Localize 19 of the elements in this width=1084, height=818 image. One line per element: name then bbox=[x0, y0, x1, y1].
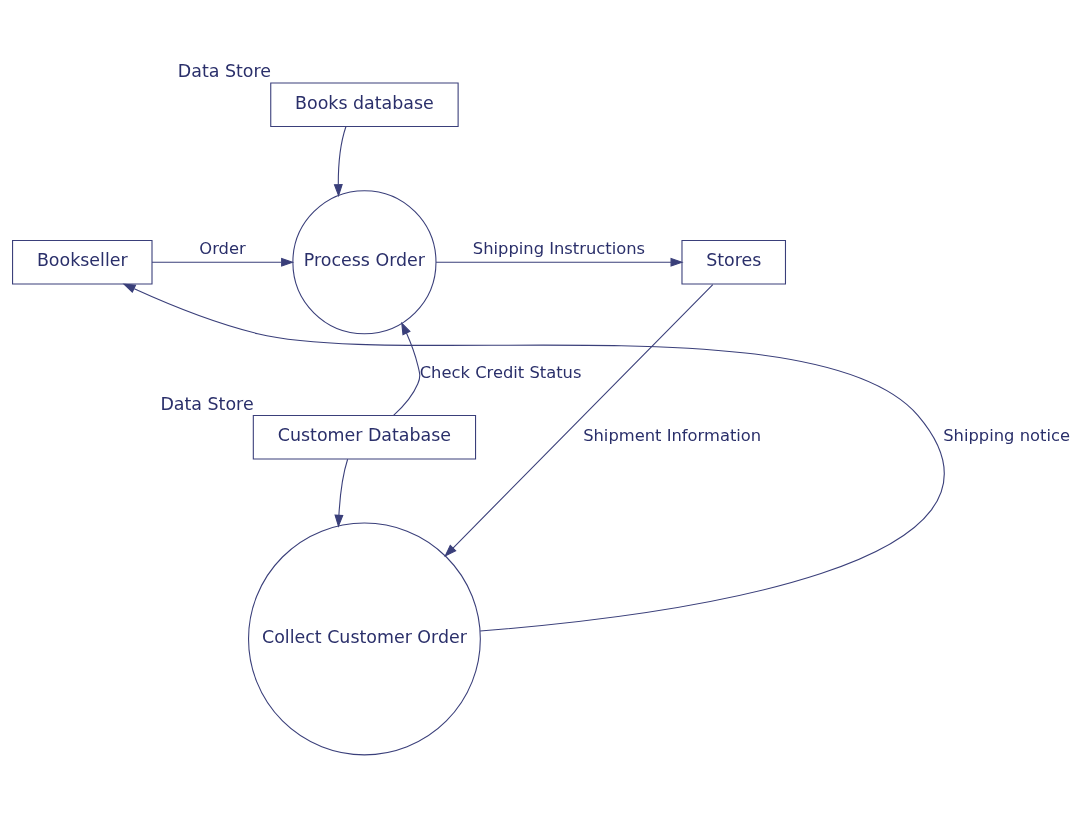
arrow bbox=[333, 126, 347, 198]
arrow bbox=[334, 458, 349, 528]
node-label: Data Store bbox=[177, 61, 272, 82]
node-box: Bookseller bbox=[12, 239, 153, 285]
edge-label: Check Credit Status bbox=[419, 363, 582, 383]
edge-label: Shipping Instructions bbox=[472, 238, 646, 258]
arrow bbox=[122, 283, 945, 632]
edge-label: Order bbox=[199, 238, 246, 258]
arrow bbox=[393, 321, 421, 416]
edge-label: Shipment Information bbox=[583, 426, 762, 446]
node-label: Data Store bbox=[160, 393, 254, 414]
arrow bbox=[151, 257, 295, 267]
node-box: Stores bbox=[681, 239, 787, 285]
node-box: Customer Database bbox=[252, 414, 477, 460]
arrow bbox=[435, 257, 684, 267]
arrow bbox=[444, 284, 714, 557]
node-circle: Collect Customer Order bbox=[248, 522, 481, 756]
edge-label: Shipping notice bbox=[943, 426, 1070, 446]
node-box: Books database bbox=[270, 82, 459, 128]
